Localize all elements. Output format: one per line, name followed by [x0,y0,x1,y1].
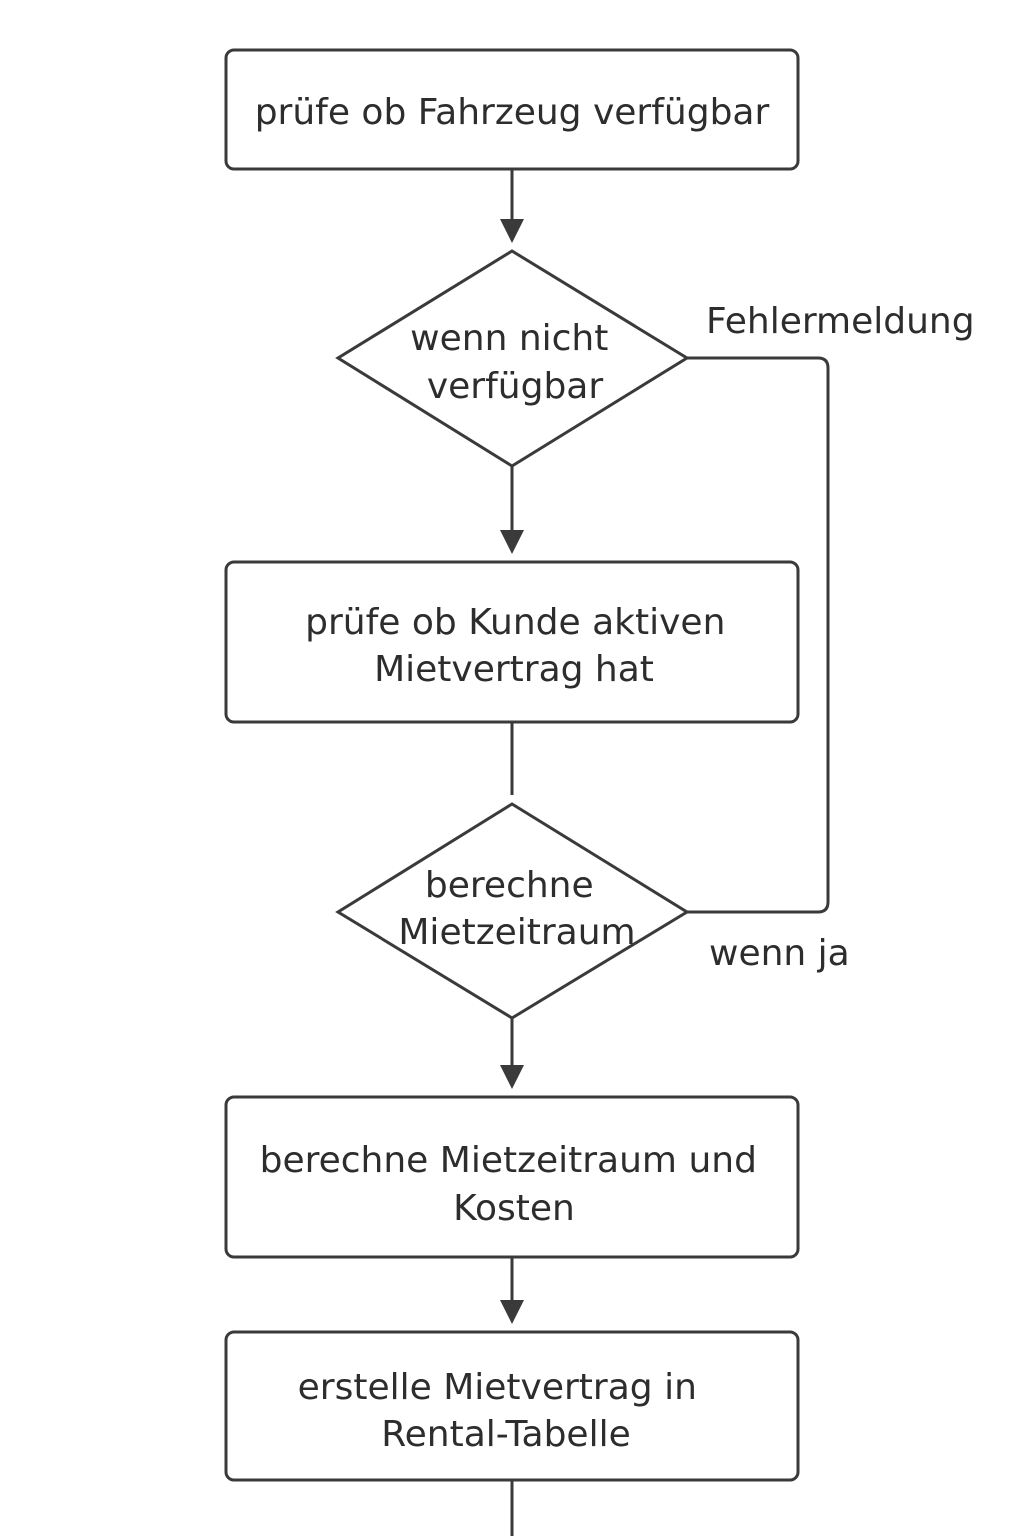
process-box [224,1330,800,1482]
edges [500,169,830,1536]
node-label: berechne Mietzeitraum [398,865,635,953]
node-label-line: Kosten [453,1188,575,1229]
node-label-line: Mietzeitraum [398,912,635,953]
node-if-not-available: wenn nicht verfügbar [335,249,690,468]
node-label-line: Rental-Tabelle [381,1414,630,1455]
node-create-contract: erstelle Mietvertrag in Rental-Tabelle [224,1330,800,1482]
node-label: erstelle Mietvertrag in Rental-Tabelle [298,1367,709,1455]
node-check-customer: prüfe ob Kunde aktiven Mietvertrag hat [224,560,800,724]
decision-diamond [335,802,690,1020]
node-label-line: berechne [425,865,594,906]
node-check-vehicle: prüfe ob Fahrzeug verfügbar [224,48,800,171]
node-label: berechne Mietzeitraum und Kosten [260,1140,769,1229]
node-label-line: prüfe ob Fahrzeug verfügbar [255,92,770,133]
decision-diamond [335,249,690,468]
node-label-line: verfügbar [427,366,604,407]
node-label-line: wenn nicht [410,318,608,359]
node-label: prüfe ob Kunde aktiven Mietvertrag hat [305,602,737,690]
edge-label-error: Fehlermeldung [706,301,975,342]
edge-label-if-yes: wenn ja [709,933,850,974]
node-label-line: erstelle Mietvertrag in [298,1367,697,1408]
process-box [224,1095,800,1259]
node-label-line: Mietvertrag hat [374,649,654,690]
node-label-line: prüfe ob Kunde aktiven [305,602,725,643]
node-label: wenn nicht verfügbar [410,318,620,407]
node-label: prüfe ob Fahrzeug verfügbar [255,92,770,133]
process-box [224,48,800,171]
node-calc-period-decision: berechne Mietzeitraum [335,802,690,1020]
process-box [224,560,800,724]
edge-side-loop [687,356,830,914]
node-calc-period-costs: berechne Mietzeitraum und Kosten [224,1095,800,1259]
node-label-line: berechne Mietzeitraum und [260,1140,757,1181]
